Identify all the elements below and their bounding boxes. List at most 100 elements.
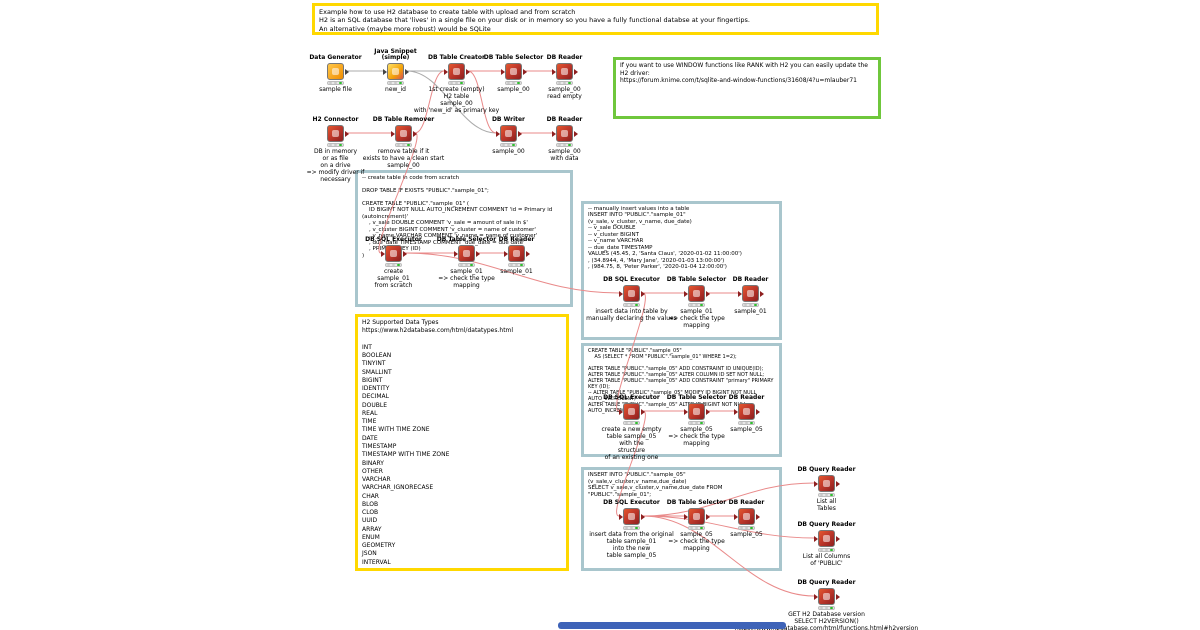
input-port[interactable] [504,251,508,257]
qr3-node-icon[interactable] [814,588,840,605]
output-port[interactable] [403,251,407,257]
output-port[interactable] [706,409,710,415]
ex3-node-icon[interactable] [619,403,645,420]
rd0-node-icon[interactable] [552,63,578,80]
wr-node-icon[interactable] [496,125,522,142]
output-port[interactable] [345,131,349,137]
input-port[interactable] [619,514,623,520]
output-port[interactable] [756,514,760,520]
output-port[interactable] [706,291,710,297]
output-port[interactable] [574,131,578,137]
rd4-node-icon[interactable] [734,403,760,420]
annotation-window-functions-text: If you want to use WINDOW functions like… [620,62,868,84]
input-port[interactable] [738,291,742,297]
output-port[interactable] [836,594,840,600]
rd3-node-icon[interactable] [738,285,764,302]
ts4-node-icon[interactable] [684,508,710,525]
output-port[interactable] [836,481,840,487]
rd5-node-icon[interactable] [734,508,760,525]
input-port[interactable] [381,251,385,257]
ts2-node-icon[interactable] [684,285,710,302]
output-port[interactable] [518,131,522,137]
qr1-node-icon[interactable] [814,475,840,492]
output-port[interactable] [574,69,578,75]
output-port[interactable] [641,409,645,415]
output-port[interactable] [760,291,764,297]
input-port[interactable] [684,291,688,297]
input-port[interactable] [552,69,556,75]
annotation-window-functions[interactable]: If you want to use WINDOW functions like… [613,57,881,119]
input-port[interactable] [454,251,458,257]
input-port[interactable] [684,409,688,415]
input-port[interactable] [552,131,556,137]
qr2-node-icon[interactable] [814,530,840,547]
output-port[interactable] [413,131,417,137]
output-port[interactable] [641,291,645,297]
input-port[interactable] [444,69,448,75]
rd1-node-icon[interactable] [552,125,578,142]
input-port[interactable] [814,481,818,487]
ts3-node-icon[interactable] [684,403,710,420]
output-port[interactable] [641,514,645,520]
output-port[interactable] [405,69,409,75]
tr-node-icon[interactable] [391,125,417,142]
ex1-node-icon[interactable] [381,245,407,262]
input-port[interactable] [619,291,623,297]
input-port[interactable] [814,594,818,600]
annotation-intro[interactable]: Example how to use H2 database to create… [312,3,879,35]
dg-node-icon[interactable] [327,63,349,80]
node-js[interactable]: Java Snippet (simple)new_id [374,48,417,93]
ts1-node-icon[interactable] [454,245,480,262]
output-port[interactable] [466,69,470,75]
input-port[interactable] [501,69,505,75]
input-port[interactable] [383,69,387,75]
output-port[interactable] [706,514,710,520]
annotation-data-types[interactable]: H2 Supported Data Types https://www.h2da… [355,314,569,571]
output-port[interactable] [345,69,349,75]
output-port[interactable] [756,409,760,415]
rd2-node-icon[interactable] [504,245,530,262]
input-port[interactable] [734,409,738,415]
ts0-node-icon[interactable] [501,63,527,80]
input-port[interactable] [619,409,623,415]
tc-node-icon[interactable] [444,63,470,80]
input-port[interactable] [814,536,818,542]
output-port[interactable] [476,251,480,257]
input-port[interactable] [684,514,688,520]
input-port[interactable] [391,131,395,137]
input-port[interactable] [496,131,500,137]
output-port[interactable] [523,69,527,75]
h2-node-icon[interactable] [327,125,349,142]
output-port[interactable] [526,251,530,257]
ex4-node-icon[interactable] [619,508,645,525]
output-port[interactable] [836,536,840,542]
ex2-node-icon[interactable] [619,285,645,302]
annotation-create-from-scratch[interactable]: -- create table in code from scratch DRO… [355,170,573,307]
js-node-icon[interactable] [383,63,409,80]
input-port[interactable] [734,514,738,520]
